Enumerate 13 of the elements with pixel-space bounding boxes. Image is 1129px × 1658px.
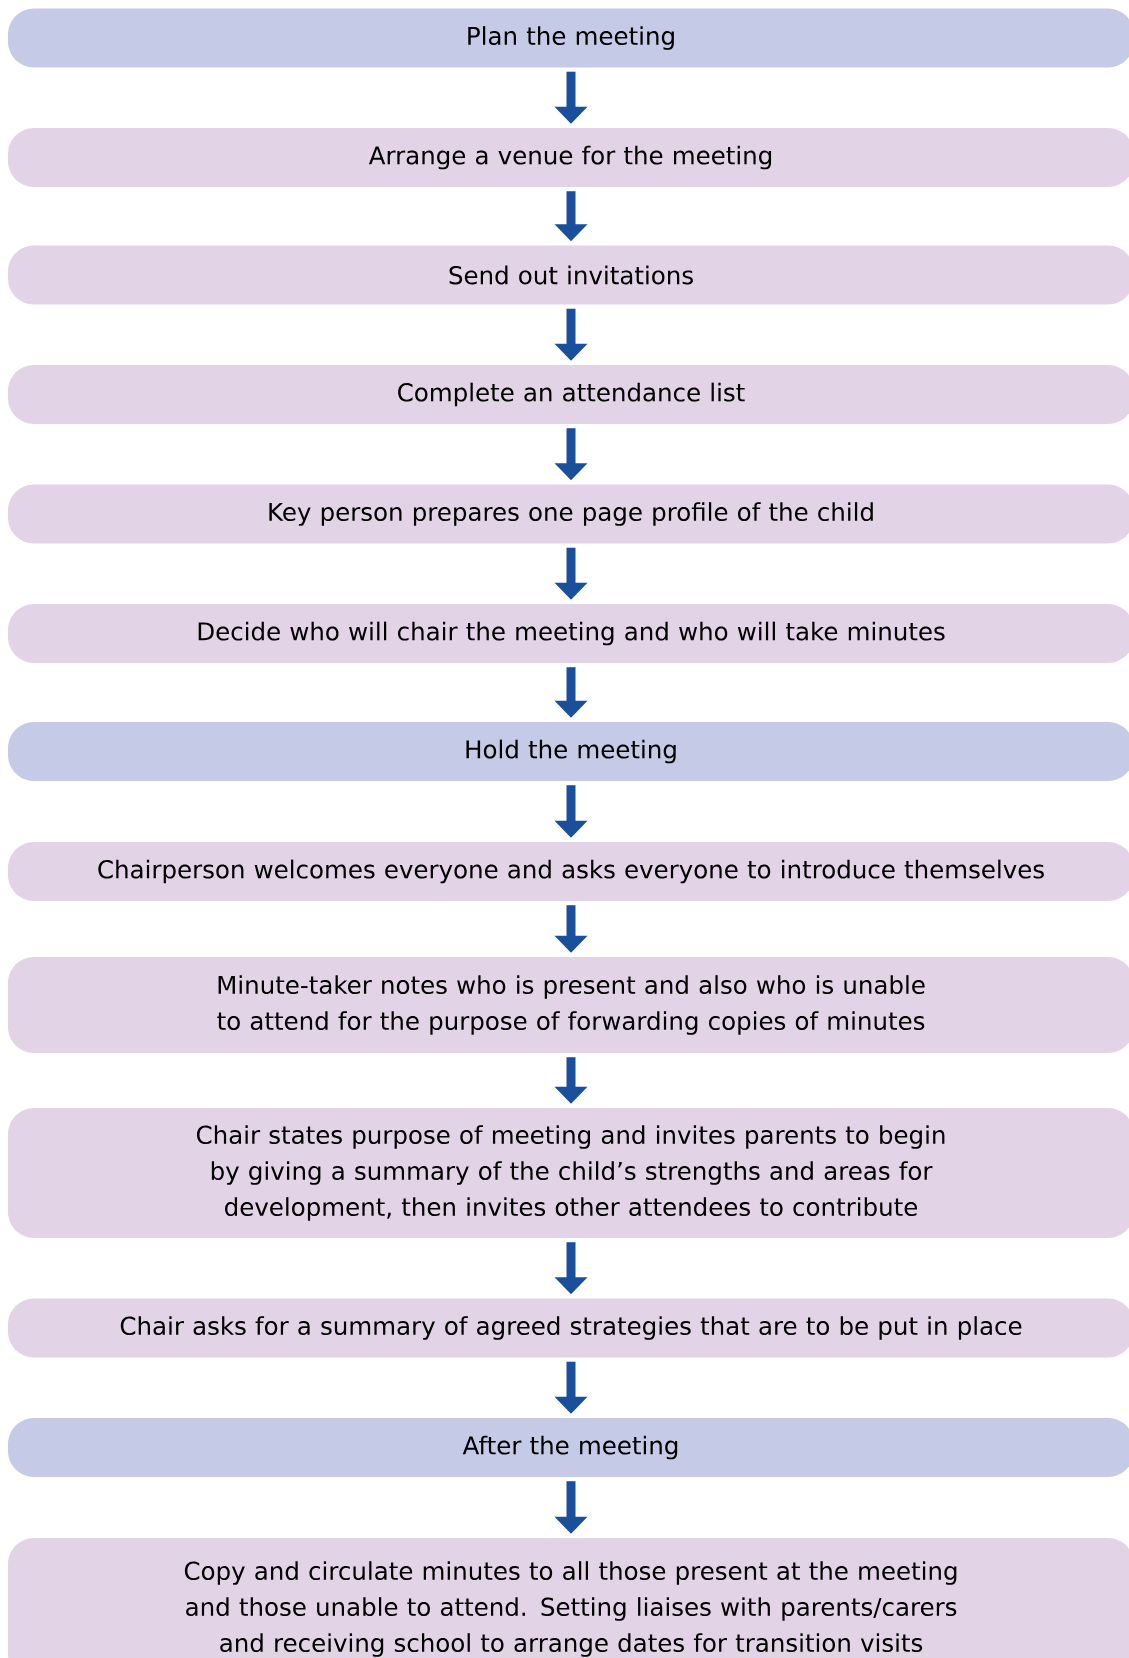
step-box: Chair asks for a summary of agreed strategies that are to be put in place — [8, 1298, 1129, 1358]
stage-box: Hold the meeting — [8, 722, 1129, 781]
step-box: Arrange a venue for the meeting — [8, 128, 1129, 187]
step-box: Copy and circulate minutes to all those present at the meeting and those unable to attend. Setting liaises with parents/carers and receiving school to arrange dates for transition visits — [8, 1538, 1129, 1658]
step-box: Key person prepares one page profile of the child — [8, 484, 1129, 544]
stage-box: Plan the meeting — [8, 8, 1129, 68]
step-box: Minute-taker notes who is present and also who is unable to attend for the purpose of forwarding copies of minutes — [8, 957, 1129, 1053]
step-box: Send out invitations — [8, 245, 1129, 305]
step-box: Decide who will chair the meeting and who will take minutes — [8, 604, 1129, 663]
step-box: Chair states purpose of meeting and invites parents to begin by giving a summary of the child’s strengths and areas for development, then invites other attendees to contribute — [8, 1108, 1129, 1238]
step-box: Chairperson welcomes everyone and asks everyone to introduce themselves — [8, 842, 1129, 901]
stage-box: After the meeting — [8, 1418, 1129, 1477]
step-box: Complete an attendance list — [8, 365, 1129, 424]
